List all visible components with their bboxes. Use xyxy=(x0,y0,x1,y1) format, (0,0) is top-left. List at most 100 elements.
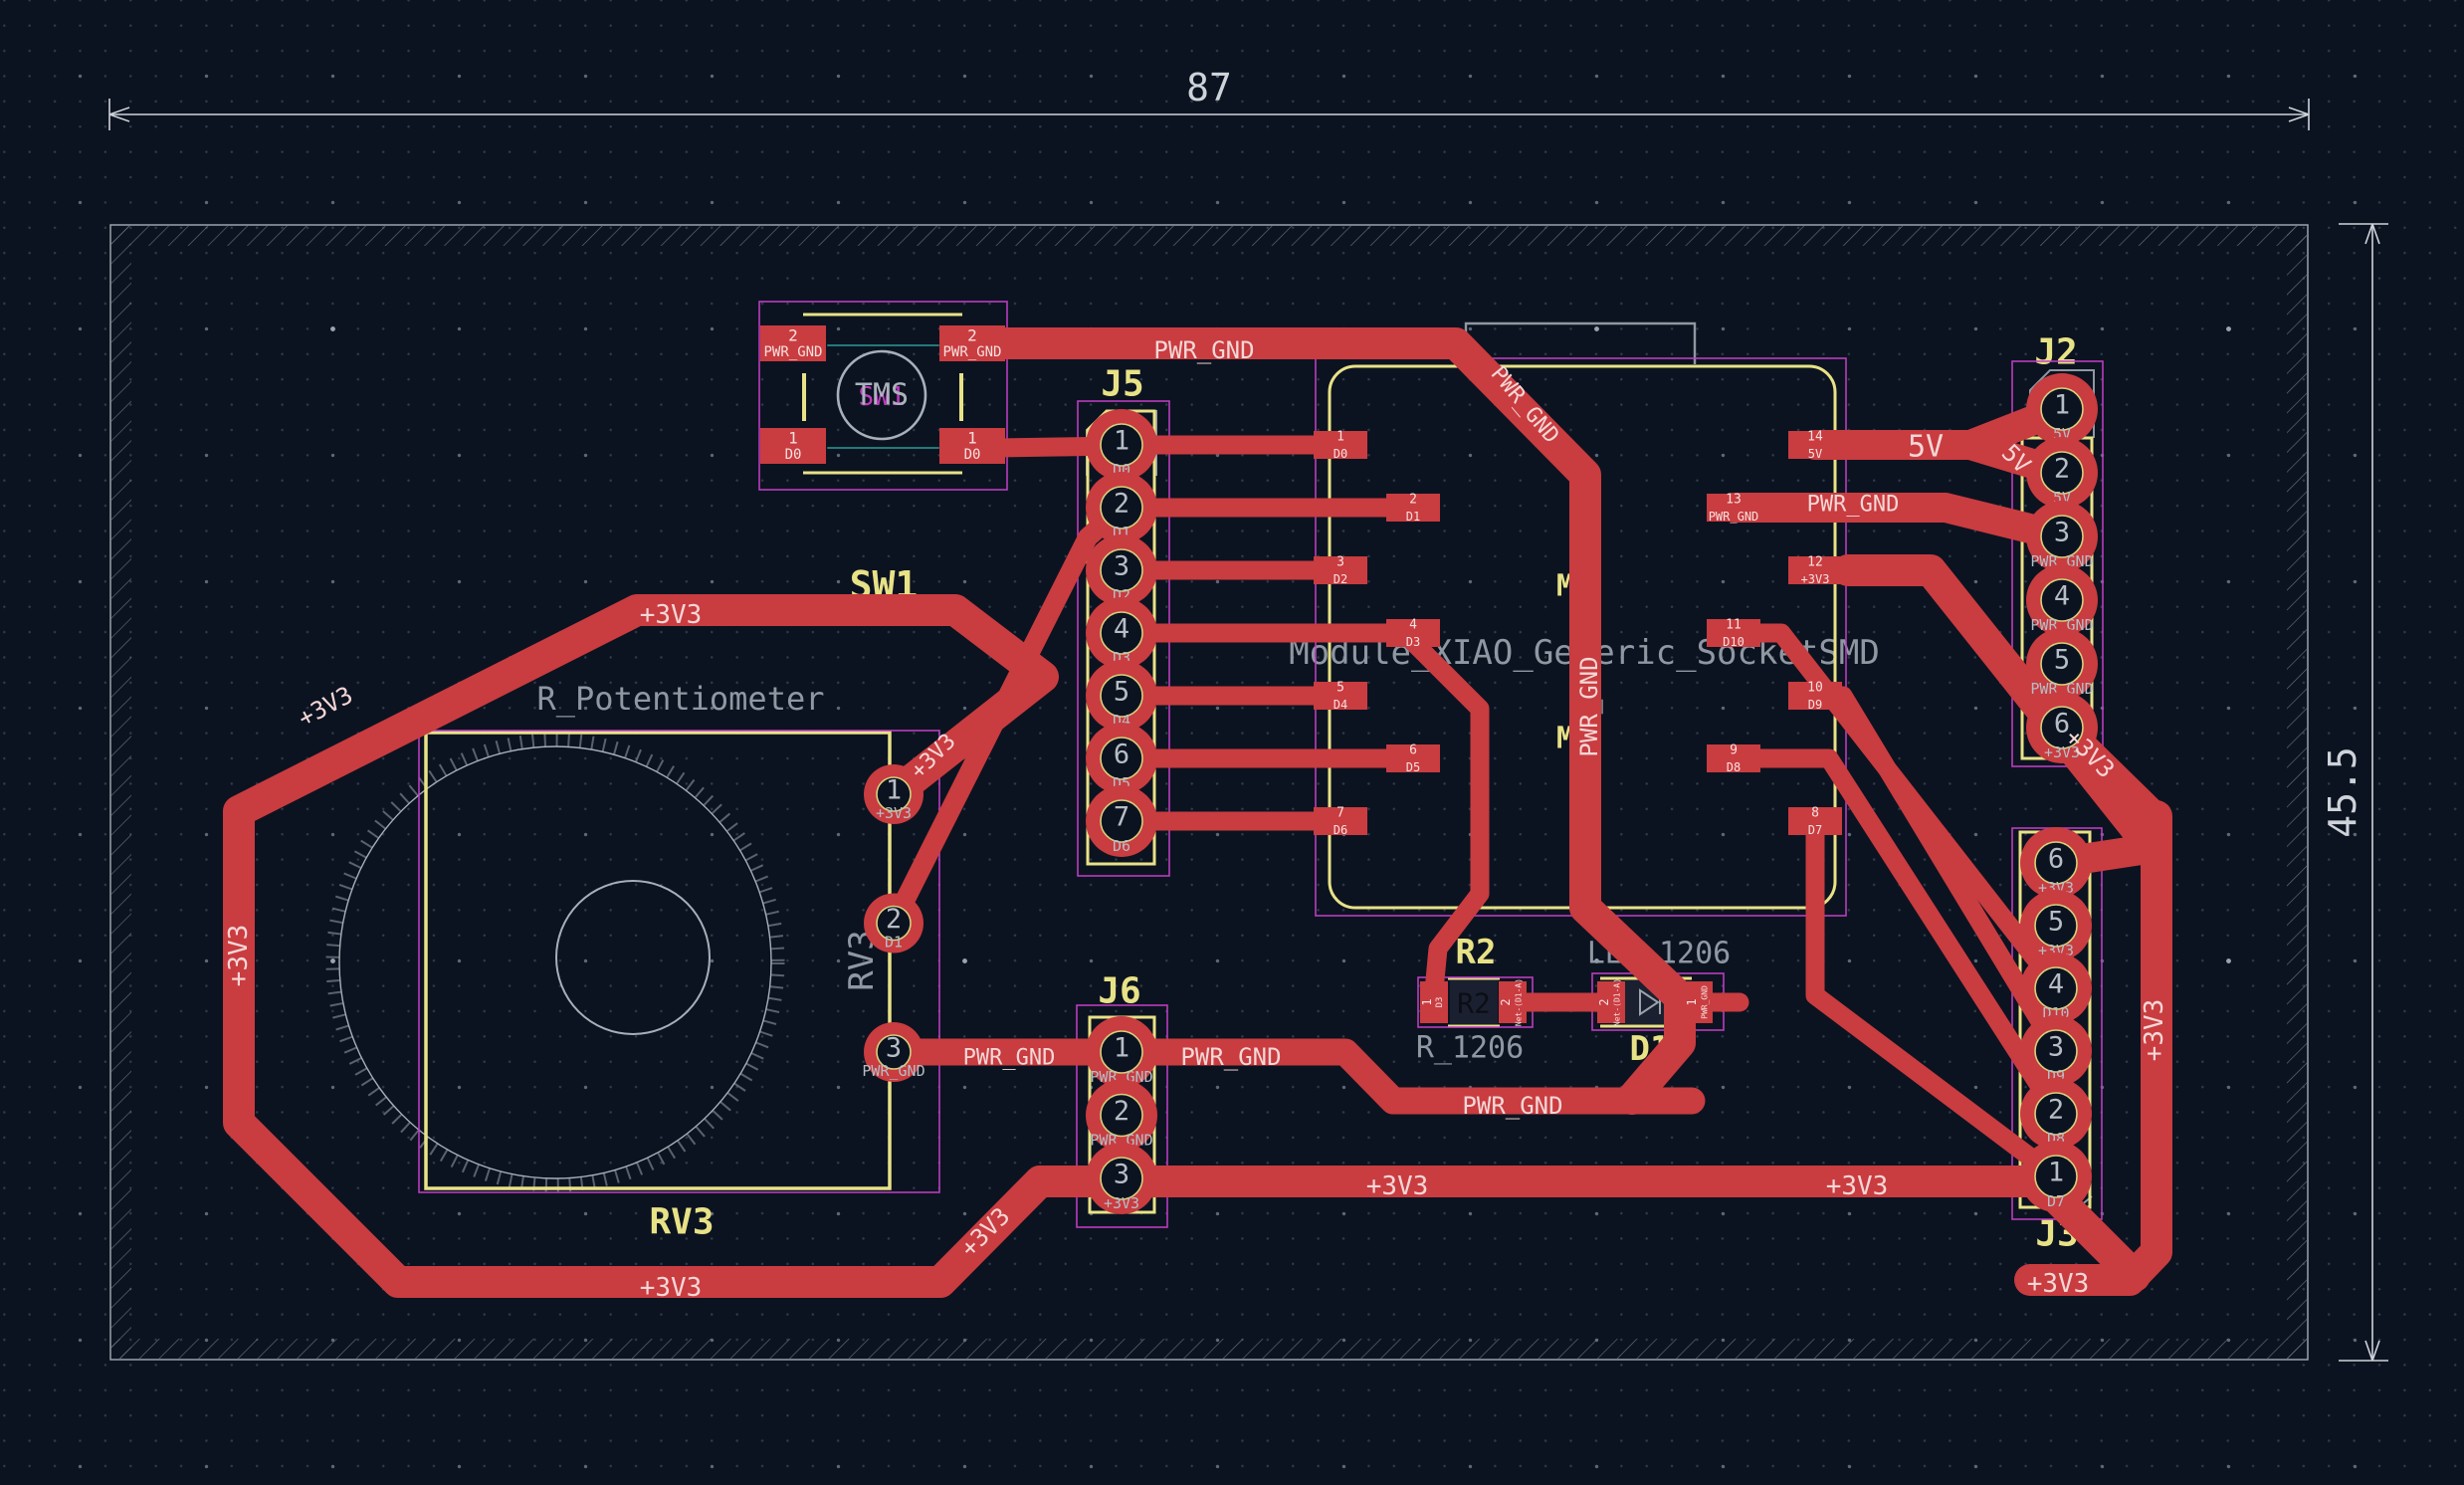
svg-text:4: 4 xyxy=(1409,618,1417,633)
svg-text:11: 11 xyxy=(1726,618,1742,633)
board-edge-line[interactable] xyxy=(109,224,2309,1361)
m1-pad-2[interactable]: 2D1 xyxy=(1386,493,1440,525)
board-edge-hatch xyxy=(111,226,131,1359)
m1-pad-8[interactable]: 8D7 xyxy=(1788,806,1842,838)
m1-pad-5[interactable]: 5D4 xyxy=(1314,681,1367,713)
trace-D8[interactable] xyxy=(1724,748,2066,1122)
m1-pad-12[interactable]: 12 +3V3 xyxy=(1788,555,1842,587)
m1-pad-4[interactable]: 4D3 xyxy=(1386,618,1440,650)
svg-text:10: 10 xyxy=(1807,681,1823,696)
j5-pin-2[interactable]: 2D1 xyxy=(1086,472,1157,543)
board-edge-hatch xyxy=(2287,226,2307,1359)
svg-text:D3: D3 xyxy=(1406,635,1420,649)
svg-text:3: 3 xyxy=(886,1033,902,1064)
j3-pin-5[interactable]: 5+3V3 xyxy=(2020,890,2092,961)
rv3-pin-2[interactable]: 2D1 xyxy=(864,893,924,954)
j2-bbox[interactable] xyxy=(2011,360,2104,767)
j5-pin-6[interactable]: 6D5 xyxy=(1086,723,1157,794)
svg-text:D8: D8 xyxy=(1727,760,1741,774)
m1-pad-9[interactable]: 9D8 xyxy=(1707,743,1760,775)
j2-pin-6[interactable]: 6+3V3 xyxy=(2026,692,2098,763)
sw1-pad-1[interactable]: 1D0 xyxy=(939,428,1005,464)
net-label-PWR_GND: PWR_GND xyxy=(1575,656,1603,756)
trace-+3V3[interactable] xyxy=(1832,554,2167,864)
svg-text:D4: D4 xyxy=(1334,698,1347,712)
svg-text:4: 4 xyxy=(2048,969,2064,1000)
svg-text:+3V3: +3V3 xyxy=(876,804,912,822)
trace-D3[interactable] xyxy=(1403,632,1490,1000)
trace-D7[interactable] xyxy=(1805,813,2066,1186)
j6-bbox[interactable] xyxy=(1076,1004,1168,1228)
j2-pin-1[interactable]: 15V xyxy=(2026,373,2098,445)
svg-text:PWR_GND: PWR_GND xyxy=(942,344,1001,360)
svg-text:+3V3: +3V3 xyxy=(1801,572,1830,586)
net-label-PWR_GND: PWR_GND xyxy=(1462,1092,1562,1120)
sw1-bbox[interactable] xyxy=(758,301,1008,491)
rv3-fab-name: R_Potentiometer xyxy=(537,680,825,718)
j5-pin-1[interactable]: 1D0 xyxy=(1086,409,1157,481)
rv3-pin-1[interactable]: 1+3V3 xyxy=(864,764,924,824)
svg-text:Net-(D1-A): Net-(D1-A) xyxy=(1515,978,1524,1026)
svg-text:PWR_GND: PWR_GND xyxy=(1709,510,1759,524)
dimension-width-label: 87 xyxy=(1186,66,1232,109)
rv3-outline xyxy=(424,731,892,1190)
j3-pin-1[interactable]: 1D7 xyxy=(2020,1141,2092,1212)
m1-pad-1[interactable]: 1D0 xyxy=(1314,430,1367,462)
r2-body[interactable] xyxy=(1450,980,1498,1024)
j3-pin-2[interactable]: 2D8 xyxy=(2020,1078,2092,1150)
net-label-PWR_GND: PWR_GND xyxy=(1153,336,1254,364)
svg-text:2: 2 xyxy=(1114,1096,1129,1127)
j5-pin-7[interactable]: 7D6 xyxy=(1086,785,1157,857)
potentiometer-body-circle xyxy=(338,745,772,1179)
svg-text:2: 2 xyxy=(886,904,902,935)
svg-text:D0: D0 xyxy=(964,447,981,463)
sw1-pad-1[interactable]: 1D0 xyxy=(760,428,826,464)
m1-pad-3[interactable]: 3D2 xyxy=(1314,555,1367,587)
m1-pad-7[interactable]: 7D6 xyxy=(1314,806,1367,838)
j2-pin-2[interactable]: 25V xyxy=(2026,437,2098,509)
svg-text:D0: D0 xyxy=(785,447,802,463)
j5-pin-3[interactable]: 3D2 xyxy=(1086,534,1157,606)
board-outline[interactable] xyxy=(109,224,2309,1361)
ref-designator: J2 xyxy=(2034,332,2077,373)
m1-pad-6[interactable]: 6D5 xyxy=(1386,743,1440,775)
j3-pin-6[interactable]: 6+3V3 xyxy=(2020,827,2092,899)
trace-PWR_GND[interactable] xyxy=(1719,493,2077,551)
svg-text:1: 1 xyxy=(2054,390,2070,421)
svg-text:5: 5 xyxy=(2054,645,2070,676)
net-label-+3V3: +3V3 xyxy=(1826,1171,1889,1201)
svg-text:2: 2 xyxy=(967,326,977,345)
j6-pin-3[interactable]: 3+3V3 xyxy=(1086,1143,1157,1214)
j5-pin-5[interactable]: 5D4 xyxy=(1086,660,1157,732)
j5-pin-4[interactable]: 4D3 xyxy=(1086,597,1157,669)
svg-text:PWR_GND: PWR_GND xyxy=(1090,1068,1152,1086)
net-label-+3V3: +3V3 xyxy=(2140,999,2169,1062)
trace-PWR_GND[interactable] xyxy=(979,327,1696,1115)
trace-+3V3[interactable] xyxy=(1024,1166,2151,1292)
svg-text:5: 5 xyxy=(2048,907,2064,938)
svg-text:12: 12 xyxy=(1807,555,1823,570)
trace-+3V3[interactable] xyxy=(223,594,1149,1298)
rv3-bbox[interactable] xyxy=(418,730,940,1193)
j3-pin-3[interactable]: 3D9 xyxy=(2020,1015,2092,1087)
board-edge-hatch xyxy=(111,226,2307,246)
ref-designator: J5 xyxy=(1101,364,1143,405)
